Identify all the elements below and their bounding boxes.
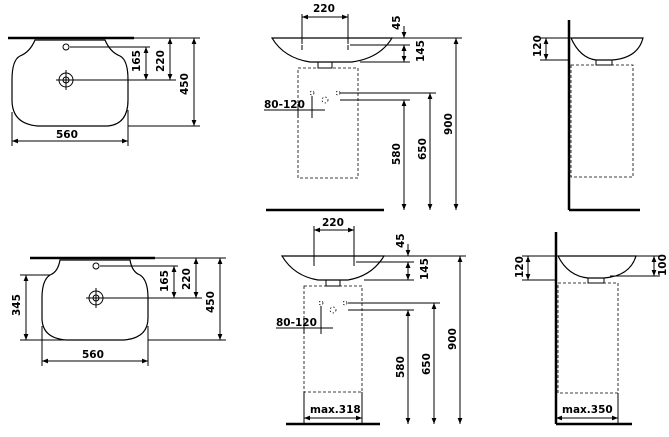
- top-middle-front-view: 220 45 145 80-120 580 650 900: [264, 3, 462, 212]
- dim-220: 220: [322, 217, 344, 229]
- dim-900: 900: [447, 328, 459, 350]
- dim-450: 450: [205, 291, 217, 313]
- pedestal-side: [557, 282, 619, 394]
- tap-hole: [92, 262, 100, 270]
- dim-450: 450: [179, 73, 191, 95]
- pedestal: [297, 67, 359, 179]
- basin-side: [557, 255, 637, 279]
- basin-side: [570, 37, 644, 61]
- dim-580: 580: [391, 143, 403, 165]
- tap-hole: [62, 43, 70, 51]
- dim-max-318: max.318: [310, 404, 361, 416]
- bottom-left-plan-view: 560 345 165 220 450: [11, 256, 226, 366]
- dim-220: 220: [155, 50, 167, 72]
- dim-165: 165: [159, 270, 171, 292]
- siphon-top: [325, 279, 341, 287]
- dim-145: 145: [419, 258, 431, 280]
- bottom-middle-front-view: 220 45 145 80-120 580 650 900 max.318: [276, 217, 466, 426]
- pedestal: [303, 285, 363, 393]
- dim-900: 900: [443, 113, 455, 135]
- dim-220: 220: [313, 3, 335, 15]
- top-right-side-view: 120: [532, 20, 644, 212]
- dim-45: 45: [391, 15, 403, 30]
- siphon-top: [317, 61, 333, 69]
- bottom-right-side-view: 120 100 max.350: [514, 232, 669, 426]
- dim-width-560: 560: [56, 129, 78, 141]
- basin-front: [270, 37, 394, 63]
- basin-outline: [41, 259, 149, 341]
- dim-100: 100: [657, 254, 669, 276]
- dim-120: 120: [514, 256, 526, 278]
- top-left-plan-view: 560 165 220 450: [8, 36, 200, 146]
- dim-max-350: max.350: [562, 404, 613, 416]
- dim-650: 650: [421, 353, 433, 375]
- dim-345: 345: [11, 294, 23, 316]
- dim-580: 580: [395, 356, 407, 378]
- pedestal-side: [570, 64, 634, 178]
- dim-45: 45: [395, 233, 407, 248]
- dim-650: 650: [417, 138, 429, 160]
- dim-165: 165: [131, 50, 143, 72]
- dim-80-120: 80-120: [264, 99, 305, 111]
- dim-120: 120: [532, 35, 544, 57]
- basin-outline: [11, 39, 129, 127]
- dim-80-120: 80-120: [276, 317, 317, 329]
- basin-front: [280, 255, 386, 281]
- dim-145: 145: [415, 40, 427, 62]
- dim-220: 220: [181, 268, 193, 290]
- dim-width-560: 560: [82, 349, 104, 361]
